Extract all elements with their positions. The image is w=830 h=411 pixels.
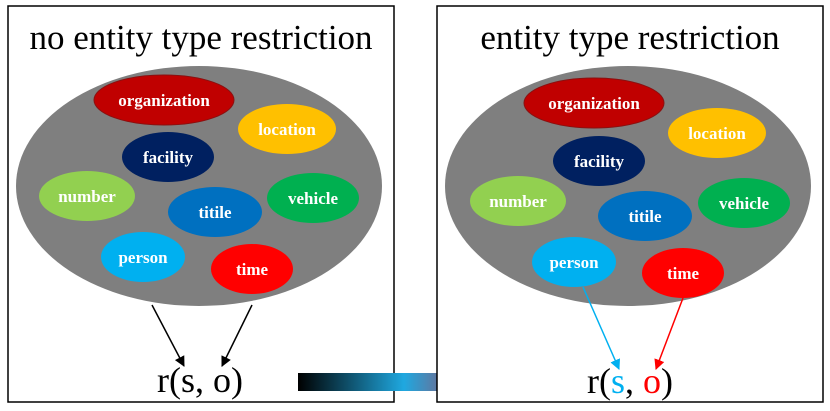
right-entity-titile-label: titile [628,207,661,226]
left-relation: r(s, o) [157,360,243,400]
right-panel: entity type restriction organization loc… [436,5,824,403]
left-entity-time: time [211,244,293,294]
left-entity-organization-label: organization [118,91,210,110]
left-entity-person-label: person [118,248,168,267]
right-entity-person: person [532,237,616,287]
left-entity-location-label: location [258,120,316,139]
right-relation-r: r( [587,361,611,401]
right-entity-facility: facility [553,136,645,186]
right-object-arrow [654,297,684,370]
left-subject-arrow [151,304,185,367]
right-entity-organization-label: organization [548,94,640,113]
right-entity-vehicle: vehicle [698,178,790,228]
left-relation-sep: , [195,360,213,400]
left-relation-r: r( [157,360,181,400]
left-entity-number: number [39,171,135,221]
left-entity-number-label: number [58,187,116,206]
right-entity-time: time [642,248,724,298]
left-object-arrow [221,304,253,367]
left-panel-title: no entity type restriction [29,18,372,57]
left-relation-s: s [181,360,195,400]
right-entity-person-label: person [549,253,599,272]
right-entity-vehicle-label: vehicle [719,194,769,213]
right-panel-title: entity type restriction [480,18,779,57]
right-relation-sep: , [625,361,643,401]
left-entity-person: person [101,232,185,282]
left-entity-time-label: time [236,260,269,279]
right-entity-number-label: number [489,192,547,211]
left-entity-organization: organization [93,74,235,126]
right-subject-arrow [582,286,621,370]
right-relation-o: o [643,361,661,401]
right-entity-number: number [470,176,566,226]
left-relation-o: o [213,360,231,400]
right-entity-titile: titile [598,191,692,241]
right-relation: r(s, o) [587,361,673,401]
left-entity-titile-label: titile [198,203,231,222]
left-panel: no entity type restriction organization … [7,5,395,403]
left-entity-facility: facility [122,132,214,182]
right-entity-location-label: location [688,124,746,143]
left-entity-titile: titile [168,187,262,237]
left-entity-vehicle-label: vehicle [288,189,338,208]
right-relation-close: ) [661,361,673,401]
right-entity-time-label: time [667,264,700,283]
right-relation-s: s [611,361,625,401]
left-entity-vehicle: vehicle [267,173,359,223]
left-relation-close: ) [231,360,243,400]
left-entity-location: location [238,104,336,154]
left-entity-facility-label: facility [143,148,194,167]
right-entity-location: location [668,108,766,158]
right-entity-facility-label: facility [574,152,625,171]
right-entity-organization: organization [523,77,665,129]
